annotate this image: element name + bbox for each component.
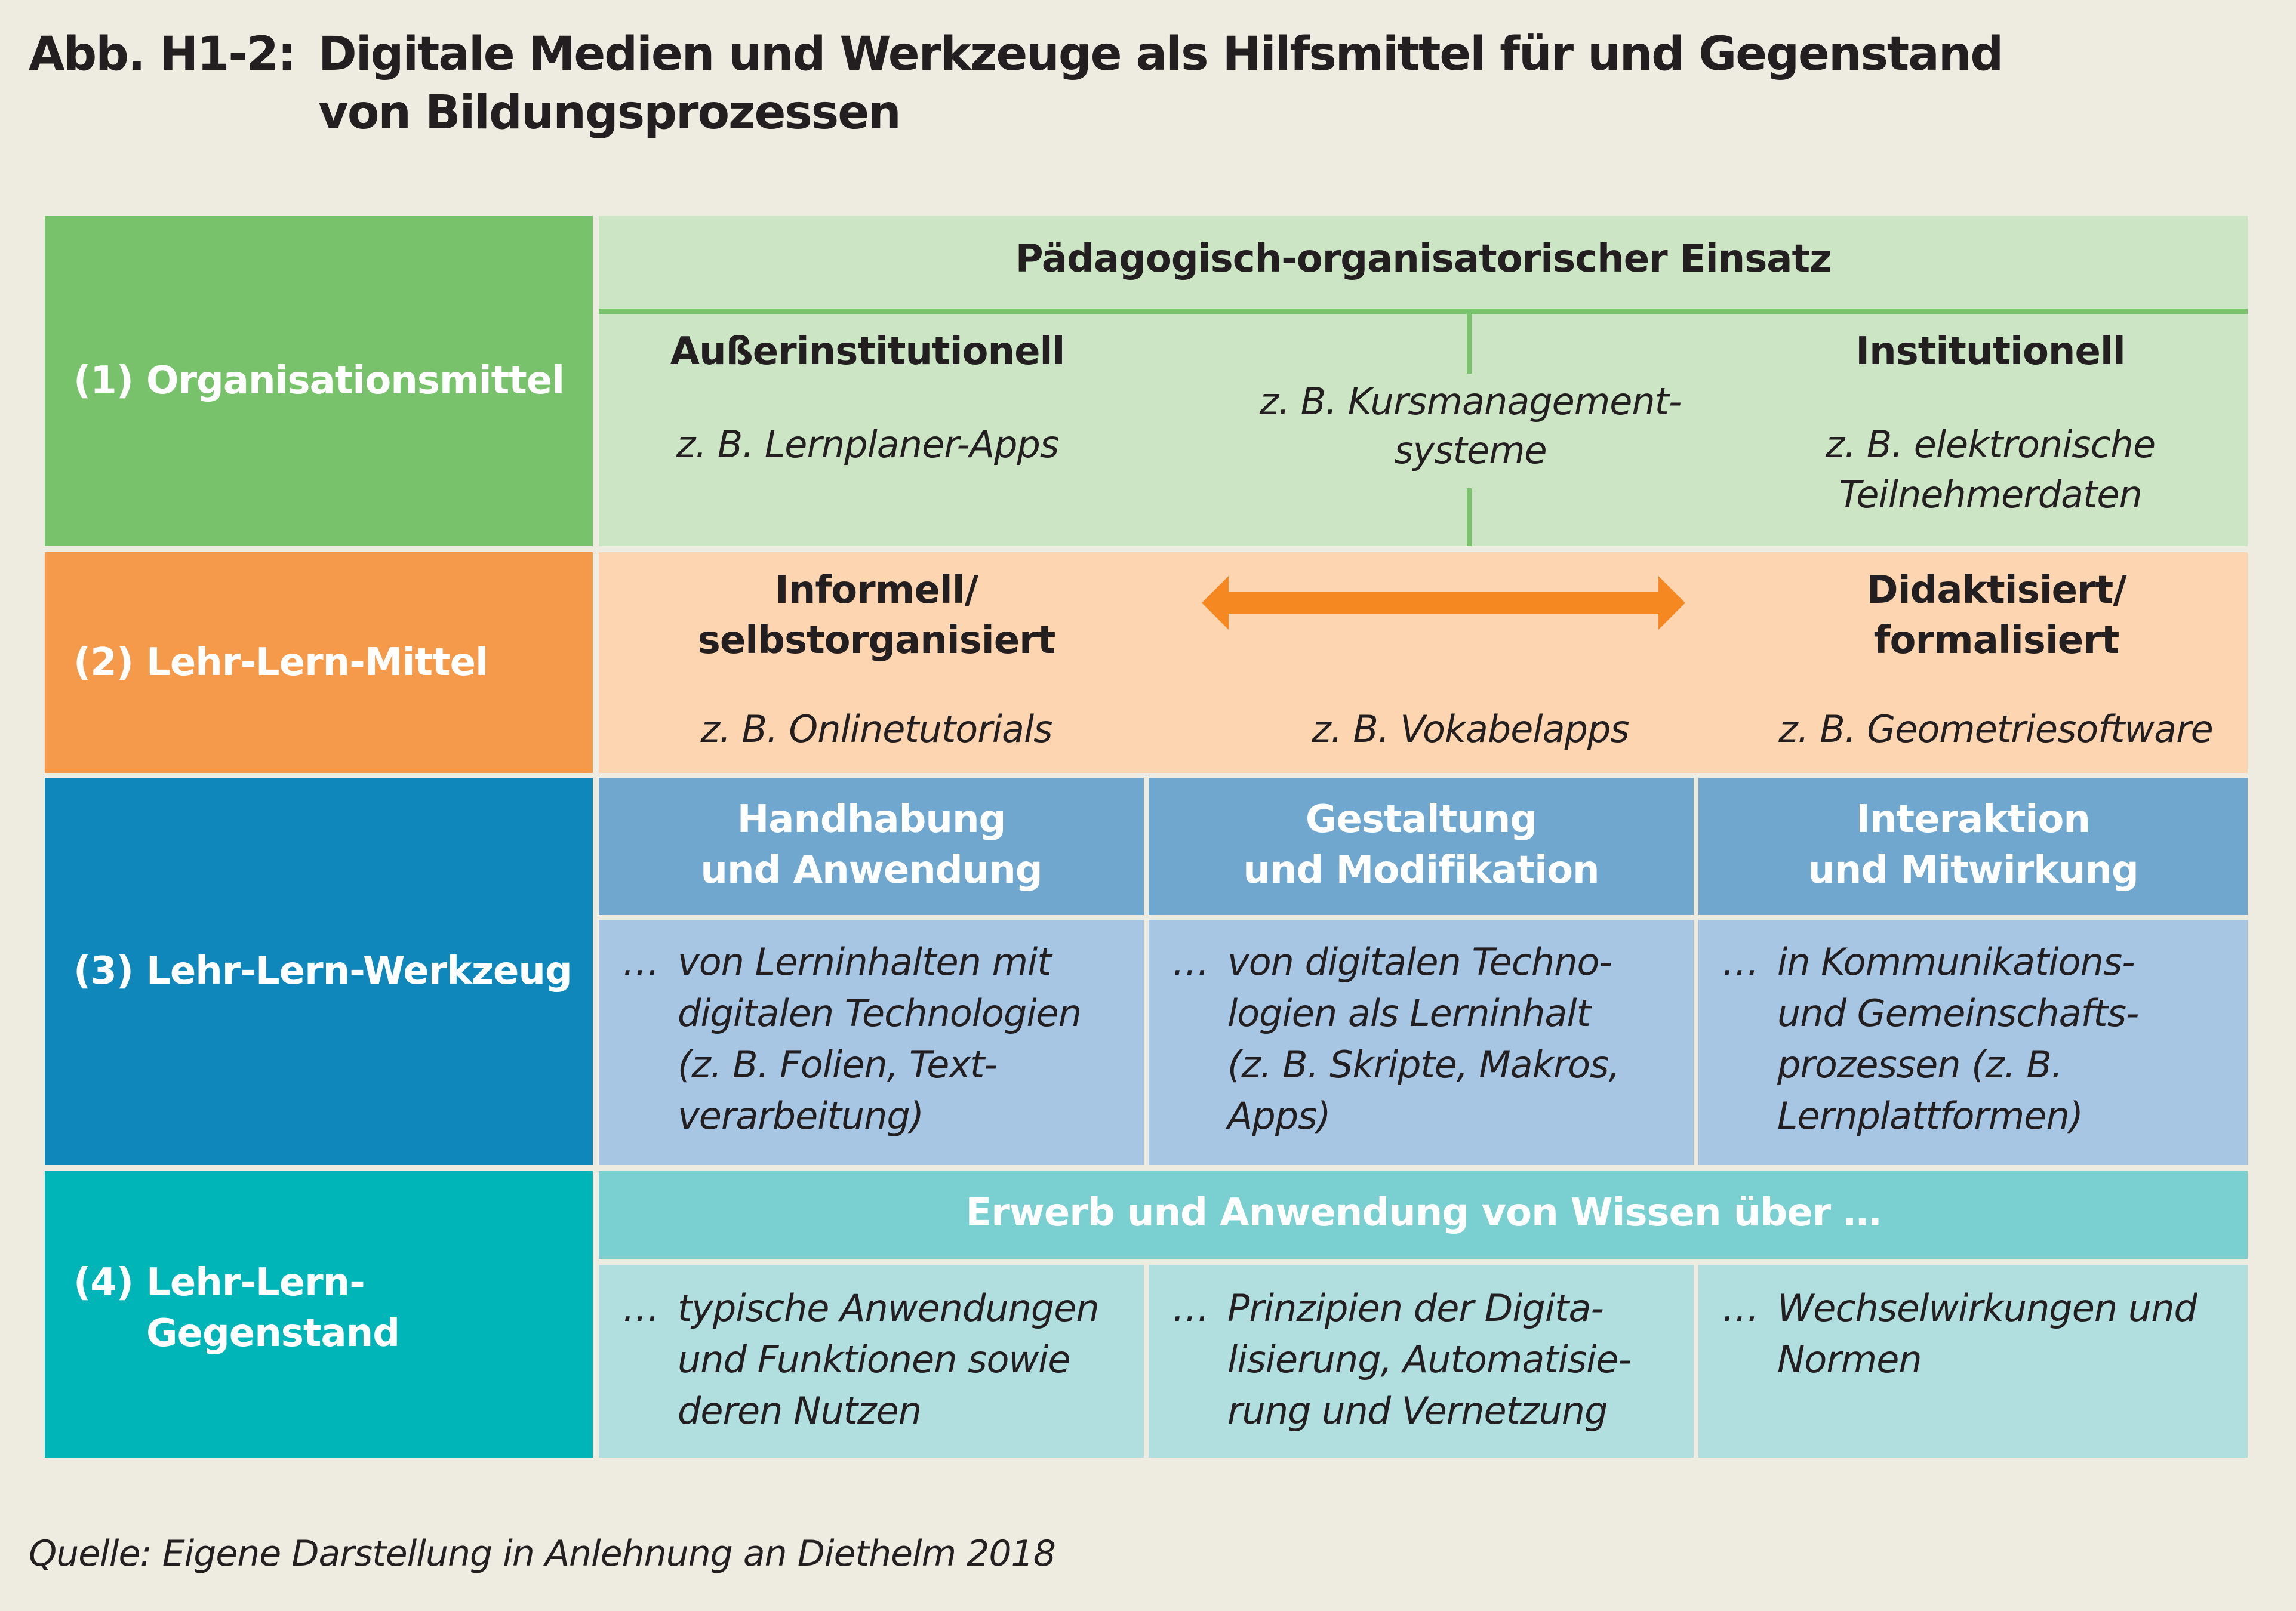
- row-3-col-2-body: … von digitalen Techno- logien als Lerni…: [1149, 920, 1694, 1165]
- row-1-right-example-2: Teilnehmerdaten: [1839, 473, 2143, 516]
- row-3-col-1-line-2: digitalen Technologien: [678, 991, 1082, 1035]
- row-3-col-2-line-2: logien als Lerninhalt: [1227, 991, 1591, 1035]
- row-4-label-line-1: Lehr-Lern-: [146, 1261, 365, 1305]
- row-4-col-3-line-1: Wechselwirkungen und: [1777, 1286, 2197, 1330]
- row-3-col-3-body: … in Kommunikations- und Gemeinschafts- …: [1698, 920, 2248, 1165]
- row-4-col-1-line-3: deren Nutzen: [678, 1389, 922, 1433]
- row-2-left-title-2: selbstorganisiert: [697, 618, 1056, 663]
- row-4-number: (4): [73, 1261, 134, 1305]
- row-3-col-2-line-4: Apps): [1227, 1094, 1331, 1138]
- double-arrow-icon: [1202, 576, 1685, 630]
- row-4-col-3-line-2: Normen: [1777, 1338, 1922, 1381]
- row-1-content: Pädagogisch-organisatorischer Einsatz Au…: [599, 216, 2248, 546]
- row-2-label: (2) Lehr-Lern-Mittel: [45, 552, 593, 773]
- row-3-col-3-header: Interaktion und Mitwirkung: [1698, 778, 2248, 915]
- row-4-col-2-line-1: Prinzipien der Digita-: [1227, 1286, 1604, 1330]
- row-4-col-2-line-3: rung und Vernetzung: [1227, 1389, 1608, 1433]
- row-3-label: (3) Lehr-Lern-Werkzeug: [45, 778, 593, 1165]
- row-3-col-1-line-1: von Lerninhalten mit: [678, 940, 1052, 984]
- ellipsis: …: [1172, 940, 1209, 984]
- row-3-col-3-line-3: prozessen (z. B.: [1777, 1043, 2063, 1086]
- row-1-left-example: z. B. Lernplaner-Apps: [676, 423, 1059, 466]
- row-3-col-3-header-line-1: Interaktion: [1856, 797, 2091, 842]
- row-1-left-title: Außerinstitutionell: [670, 329, 1066, 374]
- ellipsis: …: [1172, 1286, 1209, 1330]
- figure-title-line-1: Digitale Medien und Werkzeuge als Hilfsm…: [318, 27, 2003, 81]
- row-3-col-2-header: Gestaltung und Modifikation: [1149, 778, 1694, 915]
- ellipsis: …: [623, 1286, 660, 1330]
- row-4-col-1-line-1: typische Anwendungen: [678, 1286, 1100, 1330]
- row-2-label-text: Lehr-Lern-Mittel: [146, 640, 488, 685]
- row-3-col-3-header-line-2: und Mitwirkung: [1808, 848, 2139, 892]
- ellipsis: …: [623, 940, 660, 984]
- row-4-col-1-line-2: und Funktionen sowie: [678, 1338, 1071, 1381]
- row-3-col-3-line-4: Lernplattformen): [1777, 1094, 2083, 1138]
- ellipsis: …: [1722, 1286, 1759, 1330]
- row-1-divider-line: [599, 309, 2248, 314]
- row-3-number: (3): [73, 949, 134, 993]
- row-1-number: (1): [73, 359, 134, 403]
- row-1-right-title: Institutionell: [1855, 329, 2126, 374]
- row-2-content: Informell/ selbstorganisiert z. B. Onlin…: [599, 552, 2248, 773]
- row-3-col-2-line-3: (z. B. Skripte, Makros,: [1227, 1043, 1620, 1086]
- row-4-col-2-line-2: lisierung, Automatisie-: [1227, 1338, 1632, 1381]
- row-1-label-text: Organisationsmittel: [146, 359, 565, 403]
- row-1-middle-example-1: z. B. Kursmanagement-: [1259, 380, 1682, 423]
- row-3-col-2-header-line-1: Gestaltung: [1305, 797, 1537, 842]
- row-1-vertical-line-bottom: [1467, 488, 1472, 546]
- row-3-col-3-line-2: und Gemeinschafts-: [1777, 991, 2139, 1035]
- row-4-label-line-2: Gegenstand: [146, 1311, 400, 1356]
- row-4-label: (4) Lehr-Lern- Gegenstand: [45, 1171, 593, 1458]
- row-2-right-example: z. B. Geometriesoftware: [1778, 707, 2213, 751]
- row-3-col-1-header-line-2: und Anwendung: [700, 848, 1042, 892]
- row-1-label: (1) Organisationsmittel: [45, 216, 593, 546]
- row-3-col-2-line-1: von digitalen Techno-: [1227, 940, 1612, 984]
- row-3-label-text: Lehr-Lern-Werkzeug: [146, 949, 573, 993]
- row-2-number: (2): [73, 640, 134, 685]
- row-3-col-2-header-line-2: und Modifikation: [1243, 848, 1599, 892]
- source-note: Quelle: Eigene Darstellung in Anlehnung …: [29, 1533, 1056, 1575]
- row-3-col-1-body: … von Lerninhalten mit digitalen Technol…: [599, 920, 1144, 1165]
- row-1-vertical-line-top: [1467, 314, 1472, 374]
- row-2-right-title-1: Didaktisiert/: [1866, 568, 2126, 612]
- row-2-right-title-2: formalisiert: [1873, 618, 2120, 663]
- row-4-col-2-body: … Prinzipien der Digita- lisierung, Auto…: [1149, 1265, 1694, 1458]
- ellipsis: …: [1722, 940, 1759, 984]
- figure-title-line-2: von Bildungsprozessen: [318, 86, 901, 140]
- row-3-col-1-header-line-1: Handhabung: [737, 797, 1007, 842]
- row-2-left-title-1: Informell/: [774, 568, 978, 612]
- figure-title: Abb. H1-2: Digitale Medien und Werkzeuge…: [29, 25, 2003, 142]
- figure-number: Abb. H1-2:: [29, 27, 296, 81]
- row-4-col-3-body: … Wechselwirkungen und Normen: [1698, 1265, 2248, 1458]
- row-2-left-example: z. B. Onlinetutorials: [700, 707, 1053, 751]
- row-4-col-1-body: … typische Anwendungen und Funktionen so…: [599, 1265, 1144, 1458]
- row-2-middle-example: z. B. Vokabelapps: [1312, 707, 1629, 751]
- row-3-col-3-line-1: in Kommunikations-: [1777, 940, 2135, 984]
- row-4-header: Erwerb und Anwendung von Wissen über …: [599, 1171, 2248, 1259]
- row-1-right-example-1: z. B. elektronische: [1825, 423, 2156, 466]
- row-1-header: Pädagogisch-organisatorischer Einsatz: [1015, 237, 1832, 281]
- row-3-col-1-header: Handhabung und Anwendung: [599, 778, 1144, 915]
- diagram-grid: (1) Organisationsmittel Pädagogisch-orga…: [45, 216, 2248, 1458]
- row-1-middle-example-2: systeme: [1394, 429, 1547, 472]
- row-3-col-1-line-3: (z. B. Folien, Text-: [678, 1043, 998, 1086]
- row-3-col-1-line-4: verarbeitung): [678, 1094, 924, 1138]
- row-4-header-text: Erwerb und Anwendung von Wissen über …: [965, 1191, 1881, 1235]
